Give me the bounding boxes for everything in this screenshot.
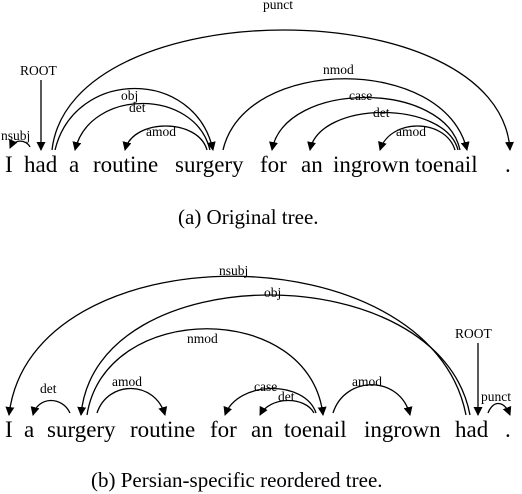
caption-b: (b) Persian-specific reordered tree.: [91, 468, 383, 492]
arc-label-a-punct: punct: [263, 0, 293, 12]
arc-label-a-nmod: nmod: [323, 62, 354, 77]
arc-b-det2: [259, 399, 315, 416]
arc-label-b-det2: det: [278, 389, 295, 404]
arc-a-case: [269, 96, 461, 151]
token-a-6: an: [301, 152, 323, 177]
arc-label-a-amod2: amod: [396, 124, 426, 139]
arc-a-det: [72, 102, 211, 151]
arc-b-det: [30, 399, 71, 416]
token-b-5: an: [251, 417, 273, 442]
arc-label-b-case: case: [254, 379, 277, 394]
arc-a-punct: [51, 29, 514, 151]
token-b-1: a: [24, 417, 34, 442]
token-b-4: for: [210, 417, 237, 442]
token-a-3: routine: [93, 152, 158, 177]
arc-label-a-det: det: [129, 100, 146, 115]
token-a-0: I: [5, 152, 13, 177]
arc-a-nsubj: [9, 138, 31, 149]
root-label-b: ROOT: [455, 326, 493, 341]
token-b-8: had: [455, 417, 489, 442]
token-a-7: ingrown: [333, 152, 410, 177]
panel-a: I had a routine surgery for an ingrown t…: [1, 0, 514, 229]
arc-b-amod: [96, 387, 168, 416]
token-a-2: a: [69, 152, 79, 177]
arc-b-punct: [487, 402, 512, 416]
arc-label-b-det: det: [40, 381, 57, 396]
arc-a-amod: [122, 125, 208, 151]
token-a-1: had: [24, 152, 58, 177]
arc-label-a-nsubj: nsubj: [1, 128, 30, 143]
arc-a-nmod: [222, 78, 470, 151]
arc-b-case: [223, 387, 317, 416]
arc-label-b-amod: amod: [112, 374, 142, 389]
token-a-9: .: [505, 152, 511, 177]
token-a-8: toenail: [415, 152, 478, 177]
arc-label-b-nsubj: nsubj: [219, 263, 248, 278]
arc-label-a-amod: amod: [146, 124, 176, 139]
token-b-0: I: [5, 417, 13, 442]
panel-b: I a surgery routine for an toenail ingro…: [5, 263, 511, 492]
token-a-4: surgery: [175, 152, 244, 177]
arc-a-obj: [54, 88, 216, 151]
token-b-2: surgery: [47, 417, 116, 442]
arc-label-b-amod2: amod: [352, 374, 382, 389]
arc-b-obj: [77, 294, 471, 416]
arc-label-a-obj: obj: [121, 88, 138, 103]
arc-label-b-punct: punct: [481, 389, 511, 404]
token-b-3: routine: [130, 417, 195, 442]
token-a-5: for: [260, 152, 287, 177]
arc-label-b-nmod: nmod: [187, 331, 218, 346]
arc-label-a-det2: det: [373, 105, 390, 120]
arc-b-amod2: [332, 384, 413, 416]
arc-label-b-obj: obj: [264, 285, 281, 300]
token-b-7: ingrown: [364, 417, 441, 442]
caption-a: (a) Original tree.: [178, 205, 319, 229]
arc-a-det2: [307, 111, 459, 151]
token-b-6: toenail: [284, 417, 347, 442]
root-label-a: ROOT: [20, 63, 58, 78]
arc-a-amod2: [378, 125, 456, 151]
arc-label-a-case: case: [349, 88, 372, 103]
token-b-9: .: [505, 417, 511, 442]
arc-b-nmod: [86, 328, 327, 416]
